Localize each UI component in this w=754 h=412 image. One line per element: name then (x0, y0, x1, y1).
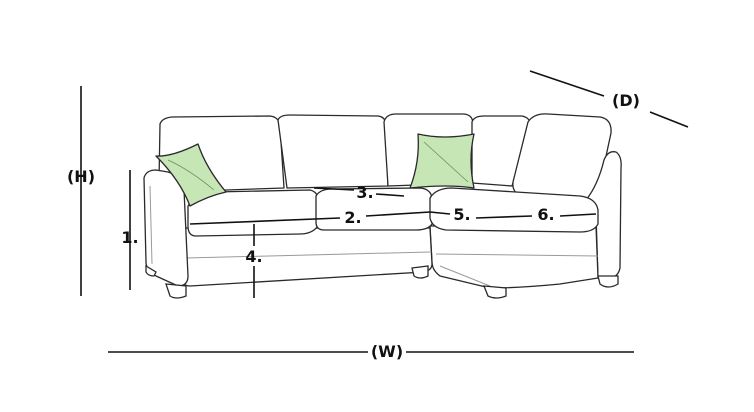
part-2-label: 2. (344, 208, 361, 227)
leg-chaise-front (483, 285, 507, 299)
depth-dimension-line-upper (529, 70, 605, 97)
dimension-labels: (H) (D) (W) (67, 91, 640, 362)
height-label: (H) (67, 167, 95, 186)
part-3-label: 3. (356, 183, 373, 202)
back-cushion-2 (277, 114, 389, 189)
part-labels: 1. 2. 3. 4. 5. 6. (121, 183, 554, 266)
depth-dimension-line-lower (649, 111, 689, 128)
seat-cushion-middle (315, 187, 433, 231)
part-2-line-right (365, 211, 431, 217)
part-6-line-left (475, 215, 533, 219)
part-1-label: 1. (121, 228, 138, 247)
depth-label: (D) (612, 91, 640, 110)
part-2-line-left (189, 217, 341, 225)
part-5-line (429, 211, 451, 215)
width-label: (W) (371, 342, 403, 361)
leg-chaise-right (597, 275, 619, 288)
part-4-label: 4. (245, 247, 262, 266)
seat-cushion-chaise (429, 187, 599, 233)
leg-front-left (165, 283, 187, 299)
part-3-line-right (375, 193, 405, 197)
chaise-base (429, 225, 599, 289)
leg-front-mid (411, 265, 429, 279)
part-5-label: 5. (453, 205, 470, 224)
pillow-left (155, 143, 227, 207)
leg-back-left (145, 264, 157, 277)
part-6-label: 6. (537, 205, 554, 224)
corner-sofa-illustration (143, 113, 622, 299)
part-3-line-left (313, 187, 355, 191)
part-6-line-right (559, 213, 597, 217)
pillow-right (409, 133, 475, 189)
